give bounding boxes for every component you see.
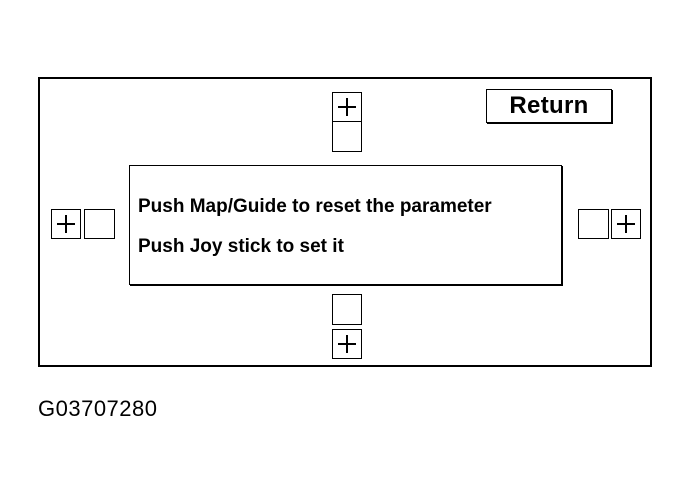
instruction-reset: Push Map/Guide to reset the parameter	[138, 196, 492, 217]
plus-icon	[52, 210, 80, 238]
down-indicator	[332, 294, 362, 325]
plus-icon	[333, 330, 361, 358]
right-plus-button[interactable]	[611, 209, 641, 239]
message-box: Push Map/Guide to reset the parameter Pu…	[129, 165, 562, 285]
figure-code: G03707280	[38, 396, 158, 421]
plus-icon	[612, 210, 640, 238]
right-indicator	[578, 209, 609, 239]
left-indicator	[84, 209, 115, 239]
up-plus-button[interactable]	[332, 92, 362, 122]
adjustment-screen: Return Push Map/Guide to reset the param…	[38, 77, 652, 367]
plus-icon	[333, 93, 361, 121]
instruction-set: Push Joy stick to set it	[138, 236, 344, 257]
left-plus-button[interactable]	[51, 209, 81, 239]
up-indicator	[332, 121, 362, 152]
down-plus-button[interactable]	[332, 329, 362, 359]
return-button[interactable]: Return	[486, 89, 612, 123]
